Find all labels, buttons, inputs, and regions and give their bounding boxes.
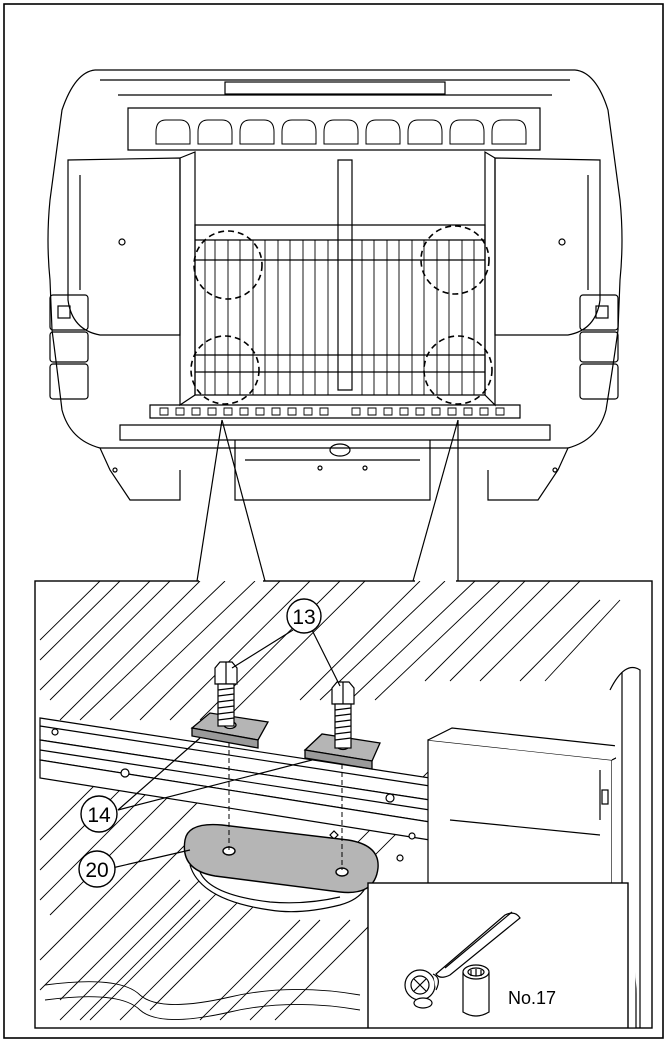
alignment-lines <box>228 718 343 870</box>
highlight-circle-top-left <box>193 230 263 300</box>
tailgate-pockets <box>155 119 527 145</box>
socket-icon <box>462 964 490 1017</box>
sill-slots <box>159 407 505 416</box>
bolt-part-13 <box>214 661 355 749</box>
callout-14-label: 14 <box>87 804 111 827</box>
truck-bed-illustration <box>47 69 623 501</box>
bed-ribs <box>204 240 475 395</box>
socket-size-label: No.17 <box>508 988 556 1008</box>
callout-13: 13 <box>286 598 322 634</box>
callout-20-label: 20 <box>85 859 108 882</box>
callout-20: 20 <box>78 850 116 888</box>
highlight-circle-bottom-left <box>190 335 260 405</box>
tool-inset: No.17 <box>367 882 629 1028</box>
page-border <box>3 3 664 1039</box>
ratchet-wrench-icon <box>404 911 521 1009</box>
cross-rail <box>39 717 431 862</box>
highlight-circle-bottom-right <box>423 335 493 405</box>
callout-14: 14 <box>80 795 118 833</box>
callout-13-label: 13 <box>292 606 315 629</box>
highlight-circles <box>190 225 493 405</box>
callout-leaders <box>111 629 341 869</box>
detail-leaders <box>196 419 459 582</box>
highlight-circle-top-right <box>420 225 490 295</box>
plate-part-20 <box>183 823 379 894</box>
tool-inset-frame <box>367 882 629 1028</box>
